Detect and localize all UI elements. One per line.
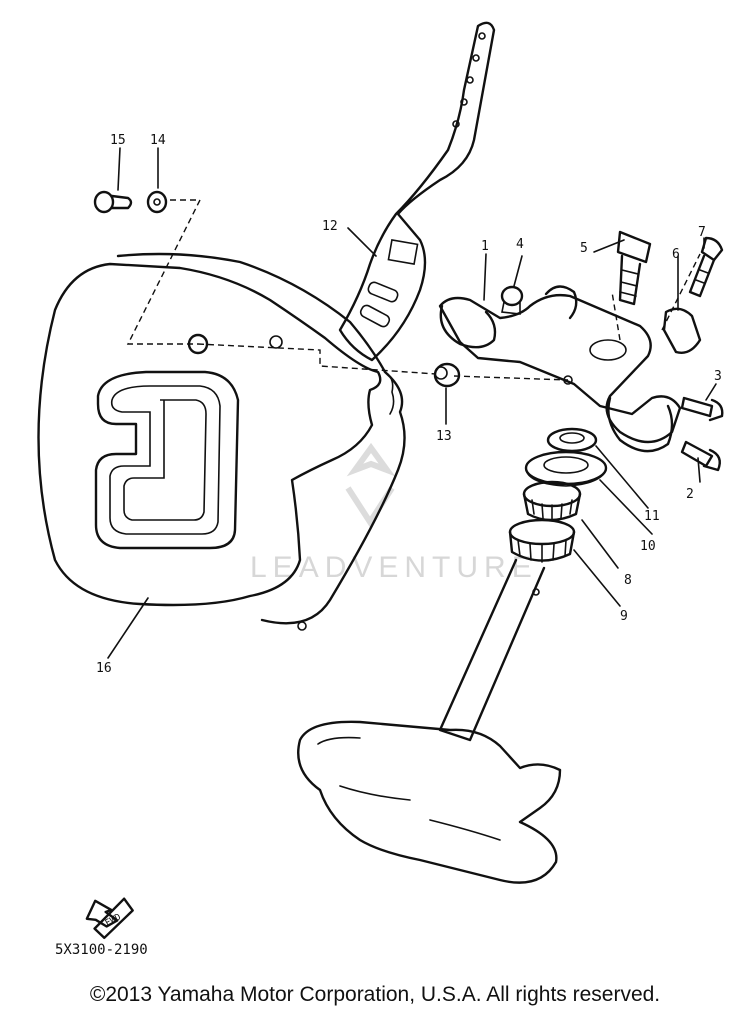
number-plate bbox=[37, 252, 406, 631]
bolt-15 bbox=[93, 190, 133, 214]
bolt-5 bbox=[616, 230, 652, 306]
watermark: LEADVENTURE bbox=[250, 442, 538, 584]
bolt-7 bbox=[688, 236, 724, 298]
bearing-cover-10 bbox=[524, 450, 608, 487]
alignment-lines bbox=[126, 199, 701, 381]
callout-9: 9 bbox=[620, 609, 628, 624]
callout-3: 3 bbox=[714, 369, 722, 384]
callout-4: 4 bbox=[516, 237, 524, 252]
callout-2: 2 bbox=[686, 487, 694, 502]
callout-12: 12 bbox=[322, 219, 338, 234]
callout-10: 10 bbox=[640, 539, 656, 554]
forward-arrow-icon: FWD bbox=[85, 897, 134, 940]
cap-nut-4 bbox=[500, 285, 524, 315]
callout-15: 15 bbox=[110, 133, 126, 148]
bearing-8 bbox=[522, 480, 582, 522]
callout-11: 11 bbox=[644, 509, 660, 524]
callout-1: 1 bbox=[481, 239, 489, 254]
bolt-3 bbox=[680, 396, 724, 422]
handlebar-holder bbox=[438, 285, 682, 453]
ring-nut-11 bbox=[546, 427, 598, 453]
callout-16: 16 bbox=[96, 661, 112, 676]
callouts: 1 2 3 4 5 6 7 8 9 10 11 12 13 14 15 16 bbox=[96, 133, 722, 676]
bolt-2 bbox=[680, 440, 721, 472]
callout-14: 14 bbox=[150, 133, 166, 148]
leader-lines bbox=[107, 147, 717, 659]
callout-7: 7 bbox=[698, 225, 706, 240]
collar-13 bbox=[433, 362, 461, 388]
handlebar-clamp-6 bbox=[662, 307, 702, 354]
watermark-text: LEADVENTURE bbox=[250, 551, 538, 584]
bearing-9 bbox=[508, 518, 576, 563]
callout-5: 5 bbox=[580, 241, 588, 256]
steering-stem bbox=[297, 558, 562, 884]
callout-6: 6 bbox=[672, 247, 680, 262]
callout-8: 8 bbox=[624, 573, 632, 588]
callout-13: 13 bbox=[436, 429, 452, 444]
copyright-notice: ©2013 Yamaha Motor Corporation, U.S.A. A… bbox=[89, 983, 661, 1006]
diagram-code: 5X3100-2190 bbox=[55, 942, 148, 958]
plate-bracket bbox=[338, 21, 496, 362]
washer-14 bbox=[146, 190, 168, 214]
